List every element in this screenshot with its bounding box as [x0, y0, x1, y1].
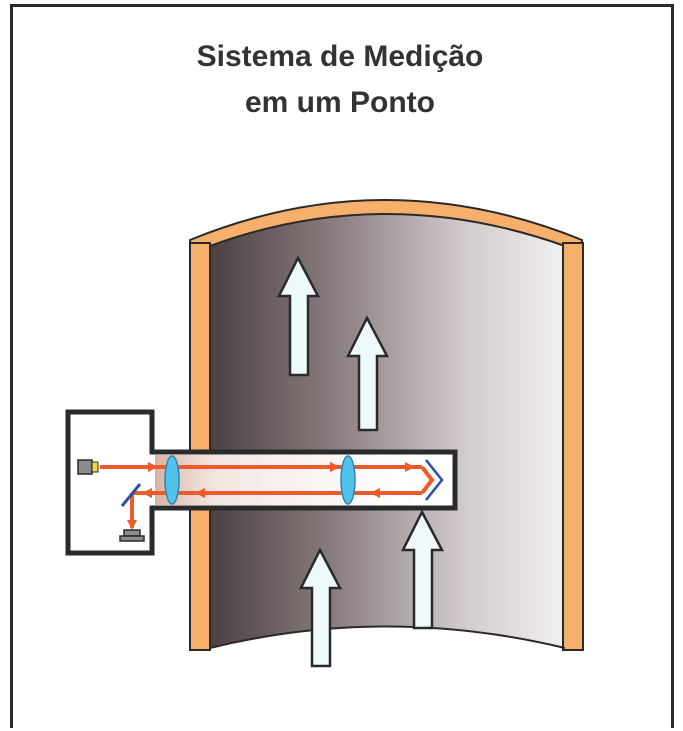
pipe-wall-left	[189, 242, 211, 651]
pipe-bottom-edge	[209, 625, 566, 649]
laser-beam-reflect	[420, 465, 435, 495]
laser-source-icon	[77, 459, 99, 475]
laser-beam-return	[127, 488, 422, 530]
retroreflector-icon	[425, 459, 444, 501]
lens-right	[340, 455, 356, 505]
beam-splitter-icon	[120, 483, 142, 507]
pipe-wall-right	[562, 242, 584, 651]
flow-arrow	[400, 509, 445, 630]
pipe-interior	[210, 209, 565, 648]
detector-icon	[119, 529, 145, 542]
probe-tube-interior	[155, 455, 452, 505]
flow-arrow	[298, 547, 343, 668]
title-line-1: Sistema de Medição	[196, 40, 484, 73]
title-line-2: em um Ponto	[244, 86, 435, 119]
flow-arrow	[345, 315, 390, 432]
laser-beam-outgoing	[100, 462, 422, 472]
flow-arrow	[276, 255, 321, 377]
lens-left	[164, 455, 180, 505]
